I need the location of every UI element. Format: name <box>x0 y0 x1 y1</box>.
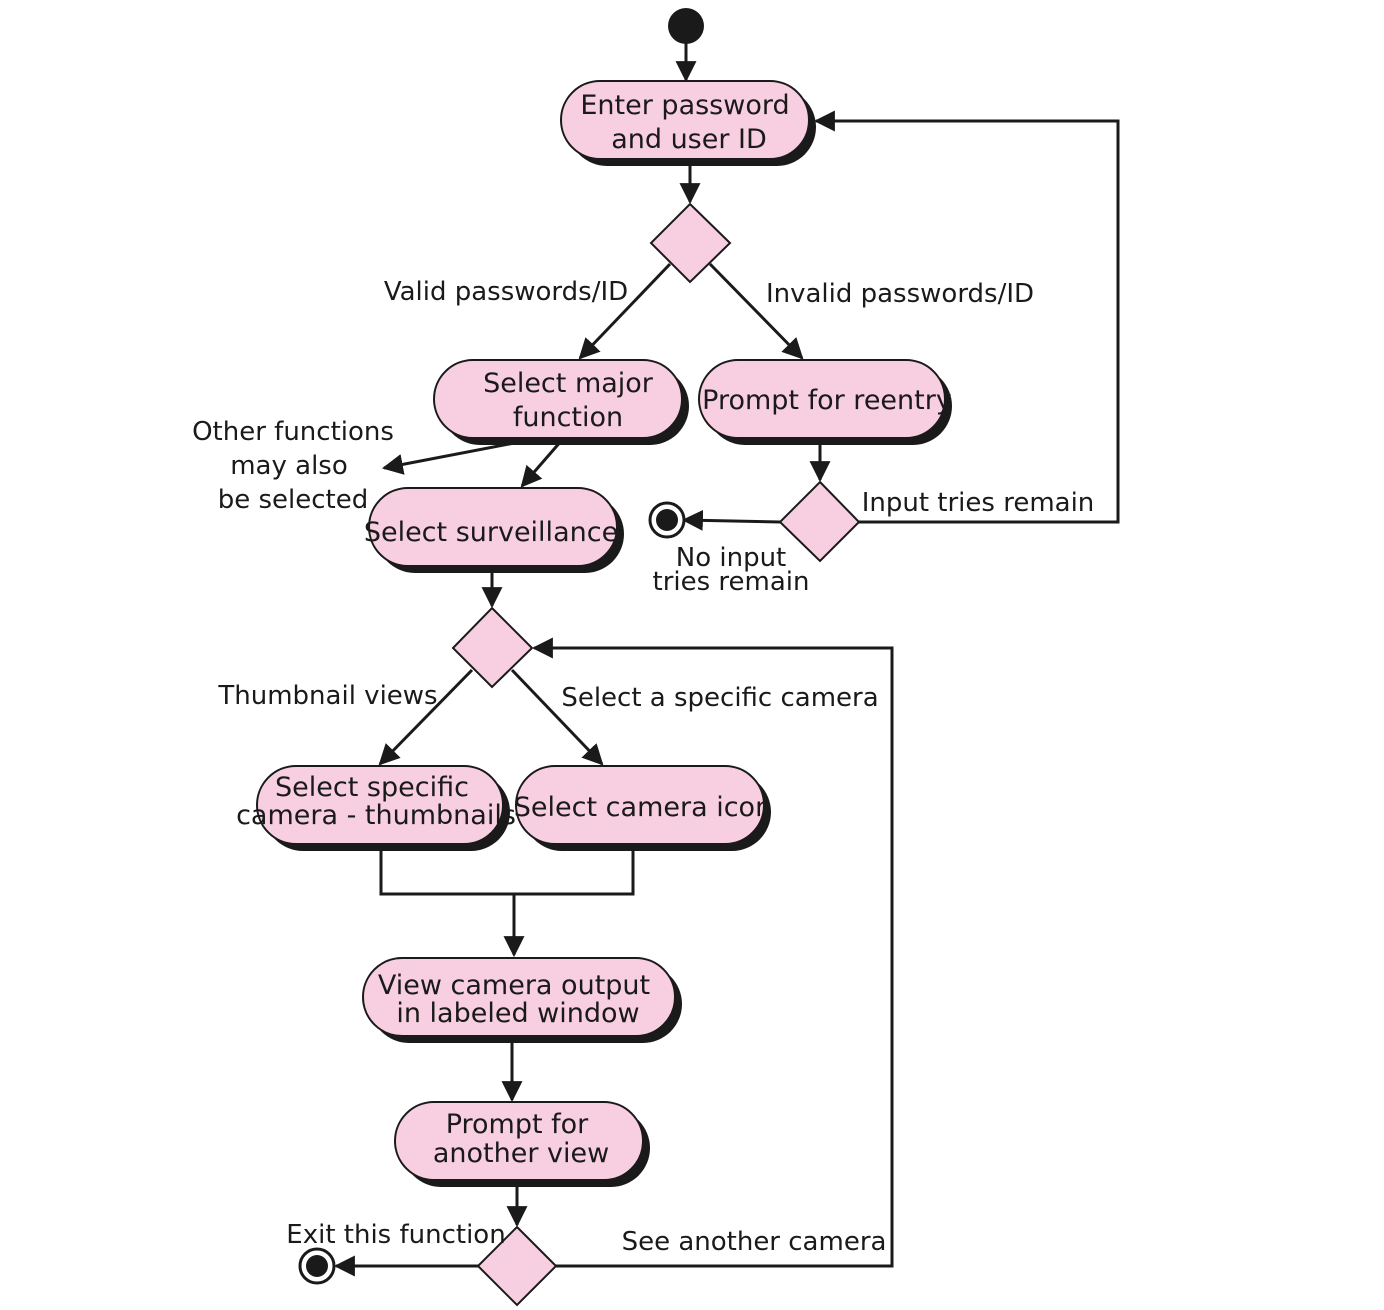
edge-thumbnail-views <box>378 668 474 766</box>
activity-prompt-reentry: Prompt for reentry <box>698 359 952 445</box>
edge-major-to-surveillance <box>520 439 564 488</box>
label-thumbnail-views: Thumbnail views <box>217 681 437 711</box>
edge-valid <box>578 262 672 360</box>
label-other-functions-line3: be selected <box>218 485 369 515</box>
decision-view-type <box>451 606 534 689</box>
label-input-tries-remain: Input tries remain <box>862 488 1095 518</box>
final-node-exit <box>298 1247 336 1285</box>
edge-see-another-camera <box>531 637 894 1268</box>
decision-nodes <box>451 202 861 1307</box>
enter-password-line2: and user ID <box>611 124 767 155</box>
decision-another-view <box>476 1225 558 1307</box>
label-other-functions-line2: may also <box>230 451 348 481</box>
edge-invalid <box>708 262 804 360</box>
enter-password-line1: Enter password <box>580 90 789 121</box>
decision-tries <box>778 480 861 563</box>
select-major-line2: function <box>513 402 623 433</box>
label-other-functions-line1: Other functions <box>192 417 394 447</box>
activity-select-specific-camera-thumbnails: Select specific camera - thumbnails <box>236 765 516 851</box>
edge-merge-bar <box>379 848 635 896</box>
select-surveillance-text: Select surveillance <box>364 517 618 548</box>
edge-select-specific-camera <box>510 668 604 766</box>
label-invalid: Invalid passwords/ID <box>766 279 1034 309</box>
activity-view-camera-output: View camera output in labeled window <box>362 957 682 1043</box>
select-major-line1: Select major <box>483 368 654 399</box>
thumbnails-line2: camera - thumbnails <box>236 800 516 831</box>
activity-prompt-another-view: Prompt for another view <box>394 1101 650 1187</box>
activity-select-major-function: Select major function <box>433 359 689 445</box>
edges <box>333 42 1120 1277</box>
activity-select-surveillance: Select surveillance <box>364 487 624 573</box>
decision-password <box>649 202 732 284</box>
label-no-input-line1: No input <box>676 543 787 573</box>
edge-input-tries-remain <box>813 110 1120 524</box>
label-see-another-camera: See another camera <box>622 1227 887 1257</box>
another-view-line2: another view <box>433 1138 609 1169</box>
prompt-reentry-text: Prompt for reentry <box>702 385 952 416</box>
activity-select-camera-icon: Select camera icon <box>514 765 772 851</box>
camera-icon-text: Select camera icon <box>514 792 772 823</box>
activity-enter-password: Enter password and user ID <box>560 80 816 166</box>
edge-no-input-tries <box>681 509 781 531</box>
label-no-input-line2: tries remain <box>653 567 810 597</box>
label-exit-function: Exit this function <box>286 1220 505 1250</box>
view-output-line1: View camera output <box>378 970 650 1001</box>
label-select-specific-camera: Select a specific camera <box>561 683 878 713</box>
thumbnails-line1: Select specific <box>275 772 469 803</box>
final-node-no-tries <box>648 501 686 539</box>
another-view-line1: Prompt for <box>446 1109 589 1140</box>
view-output-line2: in labeled window <box>396 998 639 1029</box>
label-valid: Valid passwords/ID <box>384 277 628 307</box>
initial-node <box>668 8 704 44</box>
